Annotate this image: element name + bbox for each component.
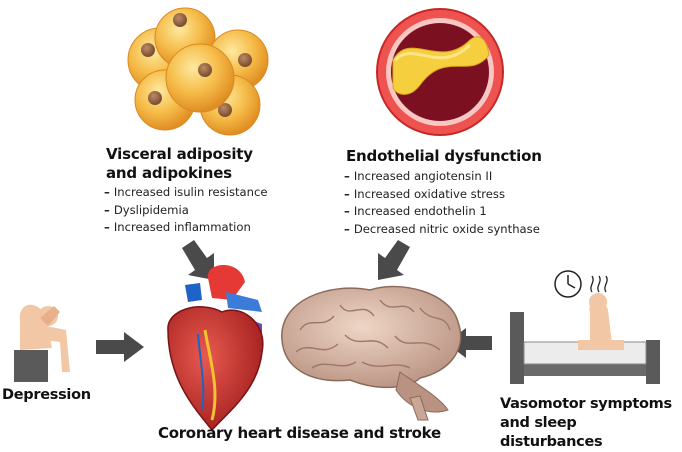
vasomotor-line1: Vasomotor symptoms: [500, 396, 672, 412]
list-item: Increased isulin resistance: [104, 184, 268, 202]
list-item: Increased endothelin 1: [344, 203, 540, 221]
list-item: Increased angiotensin II: [344, 168, 540, 186]
list-item: Increased inflammation: [104, 219, 268, 237]
visceral-title-line2: and adipokines: [106, 164, 232, 182]
depression-label: Depression: [2, 387, 91, 403]
outcome-label: Coronary heart disease and stroke: [158, 424, 441, 442]
list-item: Increased oxidative stress: [344, 186, 540, 204]
endothelial-list: Increased angiotensin II Increased oxida…: [344, 168, 540, 238]
visceral-title-line1: Visceral adiposity: [106, 145, 253, 163]
vasomotor-label: Vasomotor symptoms and sleep disturbance…: [500, 395, 682, 452]
visceral-title: Visceral adiposity and adipokines: [106, 145, 253, 183]
list-item: Dyslipidemia: [104, 202, 268, 220]
vasomotor-line2: and sleep disturbances: [500, 415, 603, 450]
endothelial-title: Endothelial dysfunction: [346, 147, 542, 165]
list-item: Decreased nitric oxide synthase: [344, 221, 540, 239]
visceral-list: Increased isulin resistance Dyslipidemia…: [104, 184, 268, 237]
